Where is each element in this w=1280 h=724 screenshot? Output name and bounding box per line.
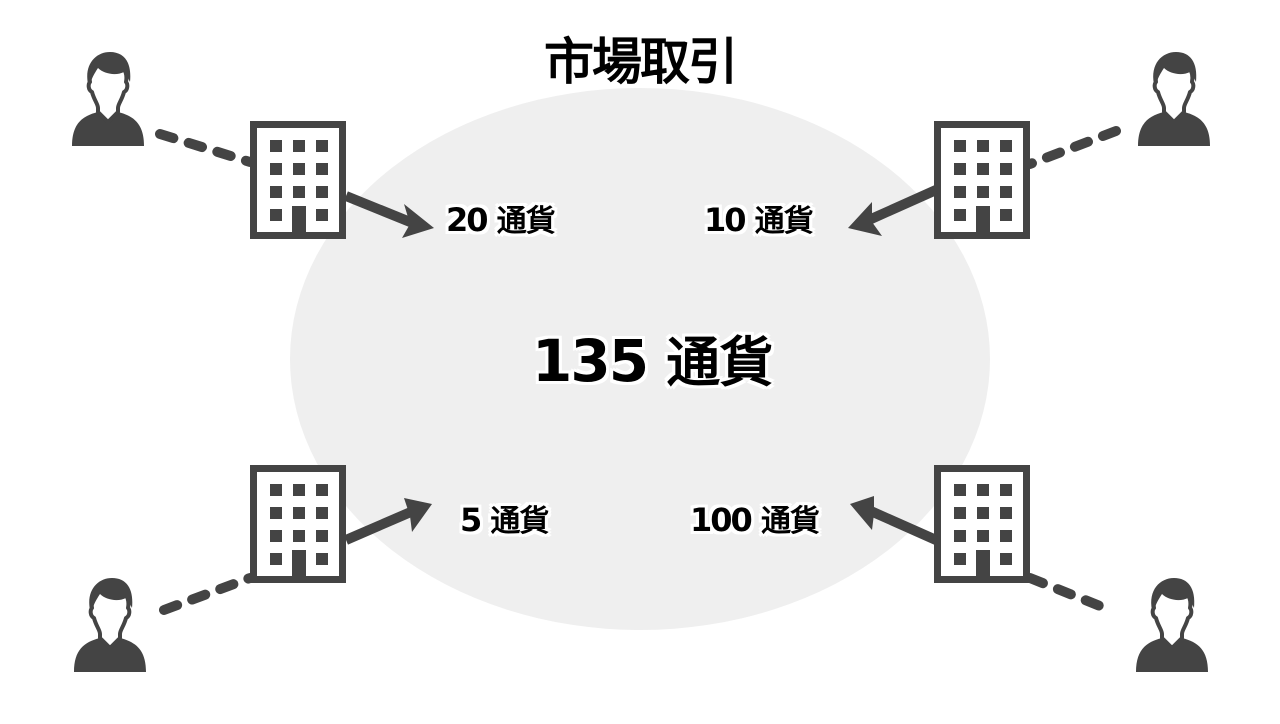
person-icon [1134,576,1210,674]
pool-total-label: 135 通貨 [532,318,773,397]
pool-total-value: 135 [532,327,649,395]
participant-bottom-left [72,469,432,674]
amount-label-bottom-right: 100 通貨 [690,496,820,540]
amount-value: 10 [704,201,747,239]
participant-top-left [70,50,434,238]
amount-label-bottom-left: 5 通貨 [460,496,549,540]
amount-unit: 通貨 [490,504,549,539]
amount-unit: 通貨 [760,504,820,539]
dashed-link [1025,573,1115,615]
amount-value: 100 [690,501,753,539]
amount-value: 20 [446,201,489,239]
building-icon [938,125,1027,237]
dashed-link [1025,126,1121,169]
arrow-left-icon [848,185,939,236]
dashed-link [159,573,255,615]
diagram-title: 市場取引 [544,33,738,91]
amount-label-top-left: 20 通貨 [446,196,556,240]
amount-value: 5 [460,501,482,539]
participant-top-right [848,50,1212,237]
building-icon [938,469,1027,581]
building-icon [254,469,343,581]
arrow-right-icon [344,191,434,238]
dashed-link [155,129,255,167]
building-icon [254,125,343,237]
person-icon [72,576,148,674]
pool-total-unit: 通貨 [666,331,773,394]
arrow-up-left-icon [850,496,939,545]
participant-bottom-right [850,469,1210,674]
arrow-up-right-icon [344,498,432,545]
amount-unit: 通貨 [754,204,814,239]
market-pool-ellipse [290,88,990,630]
amount-unit: 通貨 [496,204,556,239]
amount-label-top-right: 10 通貨 [704,196,814,240]
